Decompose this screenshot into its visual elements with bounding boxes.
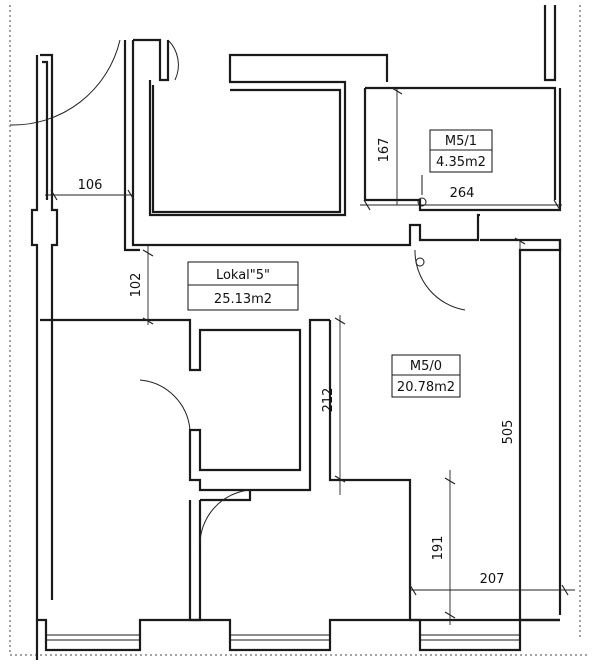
boundary-lines (9, 5, 590, 656)
dim-106: 106 (78, 178, 103, 193)
dim-167: 167 (377, 138, 392, 163)
room-name: Lokal"5" (216, 268, 270, 283)
room-label-m5-0: M5/0 20.78m2 (391, 354, 461, 398)
dim-212: 212 (321, 388, 336, 413)
dim-191: 191 (431, 536, 446, 561)
upper-corridor-walls (543, 5, 557, 82)
bottom-windows (46, 634, 520, 641)
room-label-lokal-5: Lokal"5" 25.13m2 (187, 261, 299, 311)
dim-102: 102 (129, 273, 144, 298)
room-label-m5-1: M5/1 4.35m2 (429, 129, 493, 173)
doors (9, 39, 466, 546)
room-area: 20.78m2 (397, 380, 455, 395)
dim-505: 505 (501, 420, 516, 445)
hall-walls (40, 38, 480, 492)
room-name: M5/0 (410, 359, 442, 374)
room-name: M5/1 (445, 134, 477, 149)
room-area: 4.35m2 (436, 155, 486, 170)
dim-264: 264 (450, 186, 475, 201)
dim-207: 207 (480, 572, 505, 587)
dimension-lines (45, 87, 575, 625)
room-area: 25.13m2 (214, 292, 272, 307)
dimension-labels: 106 102 167 264 212 505 191 207 (78, 138, 516, 587)
outer-walls (30, 53, 560, 660)
